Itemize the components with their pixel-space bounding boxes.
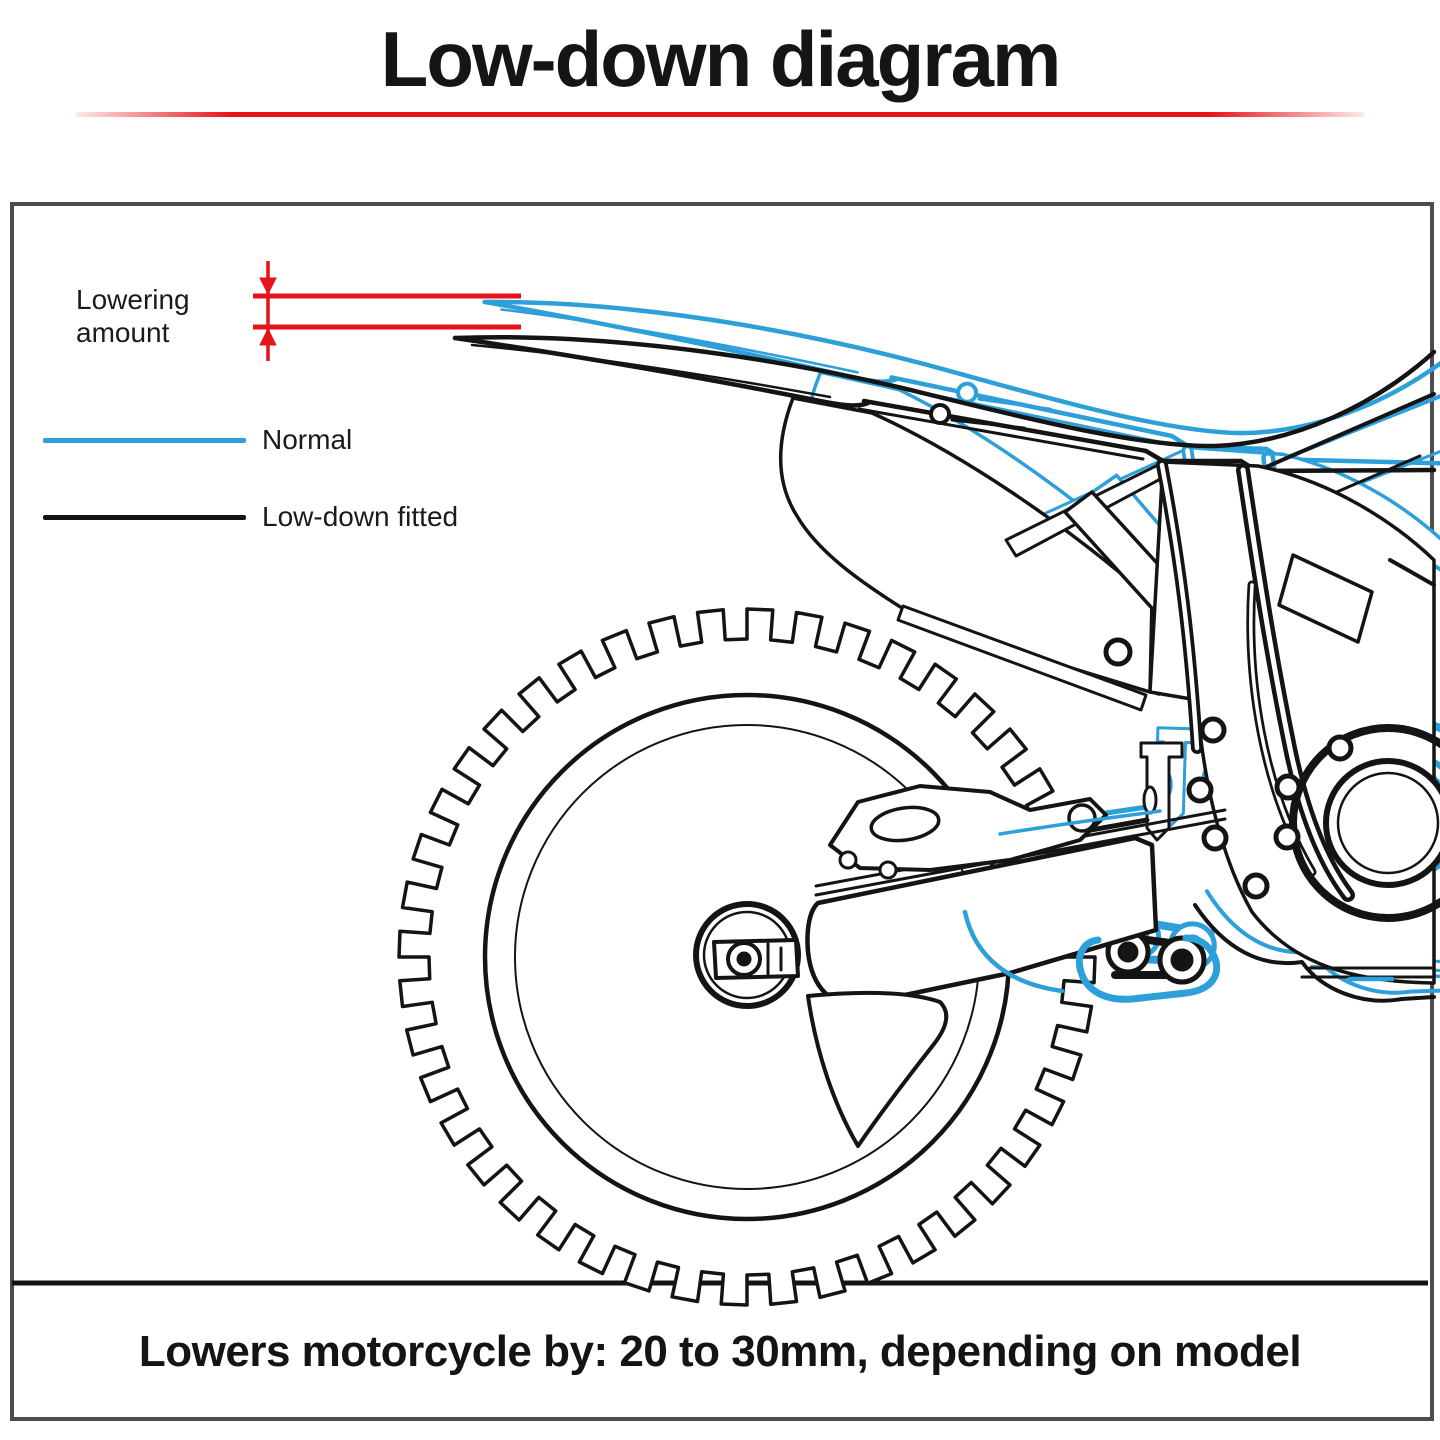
dimension-label-line1: Lowering — [76, 284, 190, 315]
arrow-up-icon — [259, 327, 277, 346]
legend-swatch-normal — [43, 438, 246, 443]
title-divider — [75, 112, 1365, 117]
arrow-down-icon — [259, 277, 277, 296]
normal-position-accents — [962, 809, 1395, 1003]
swingarm-assembly — [693, 784, 1227, 1148]
caption: Lowers motorcycle by: 20 to 30mm, depend… — [138, 1327, 1302, 1376]
dimension-label: Lowering amount — [76, 283, 190, 349]
chain-guard-flap — [806, 990, 949, 1148]
page-title: Low-down diagram — [380, 15, 1062, 103]
lowering-dimension-lines — [253, 261, 521, 361]
swingarm-beam — [805, 835, 1159, 1007]
dimension-label-line2: amount — [76, 317, 170, 348]
legend-label-normal: Normal — [262, 424, 353, 455]
legend-swatch-lowdown — [43, 515, 246, 520]
legend-label-lowdown: Low-down fitted — [262, 501, 459, 532]
